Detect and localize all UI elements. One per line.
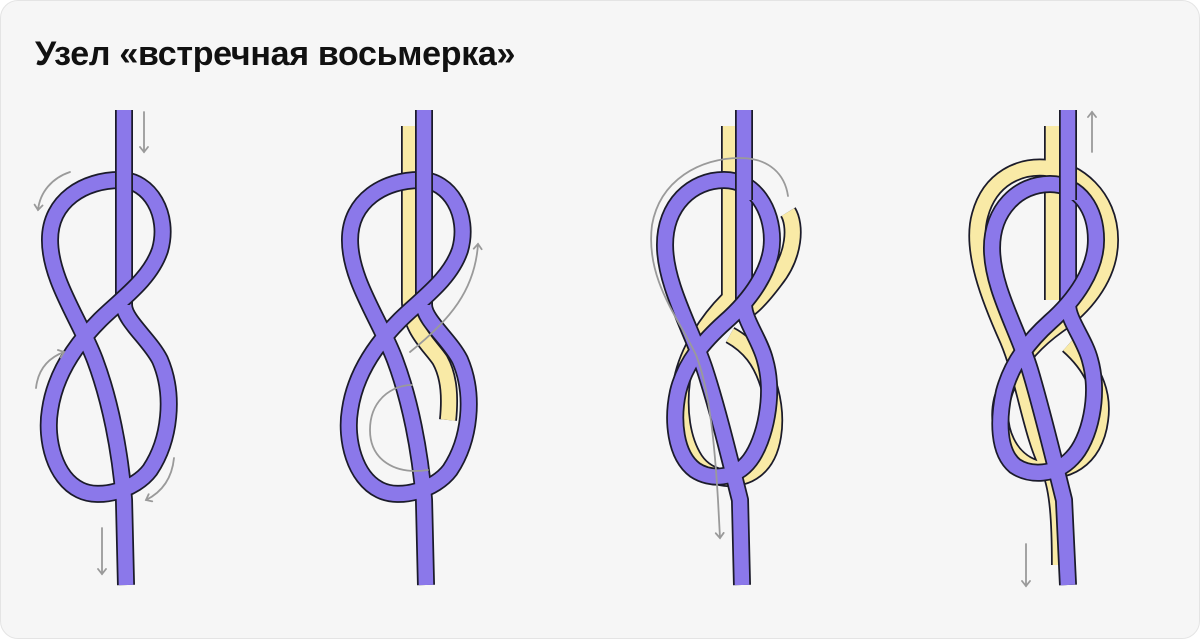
curved-arrow-up-icon	[35, 349, 66, 389]
step-2-rope	[339, 110, 478, 586]
curved-arrow-up-icon	[409, 242, 483, 353]
step-2-knot	[339, 110, 483, 586]
step-2-arrows	[369, 242, 483, 472]
step-3-arrows	[650, 157, 789, 540]
step-4-arrows	[1021, 110, 1097, 588]
step-3-rope	[656, 110, 802, 586]
curved-path-guide-icon	[650, 157, 789, 540]
step-4-rope	[968, 110, 1119, 586]
step-1-arrows	[33, 111, 175, 576]
figure-title: Узел «встречная восьмерка»	[35, 35, 516, 73]
curved-path-guide-icon	[369, 384, 429, 472]
step-3-knot	[650, 110, 802, 586]
curved-arrow-down-icon	[144, 457, 175, 503]
step-1-rope	[39, 110, 178, 586]
step-4-knot	[968, 110, 1119, 588]
step-1-knot	[33, 110, 178, 586]
curved-arrow-left-icon	[33, 171, 71, 212]
